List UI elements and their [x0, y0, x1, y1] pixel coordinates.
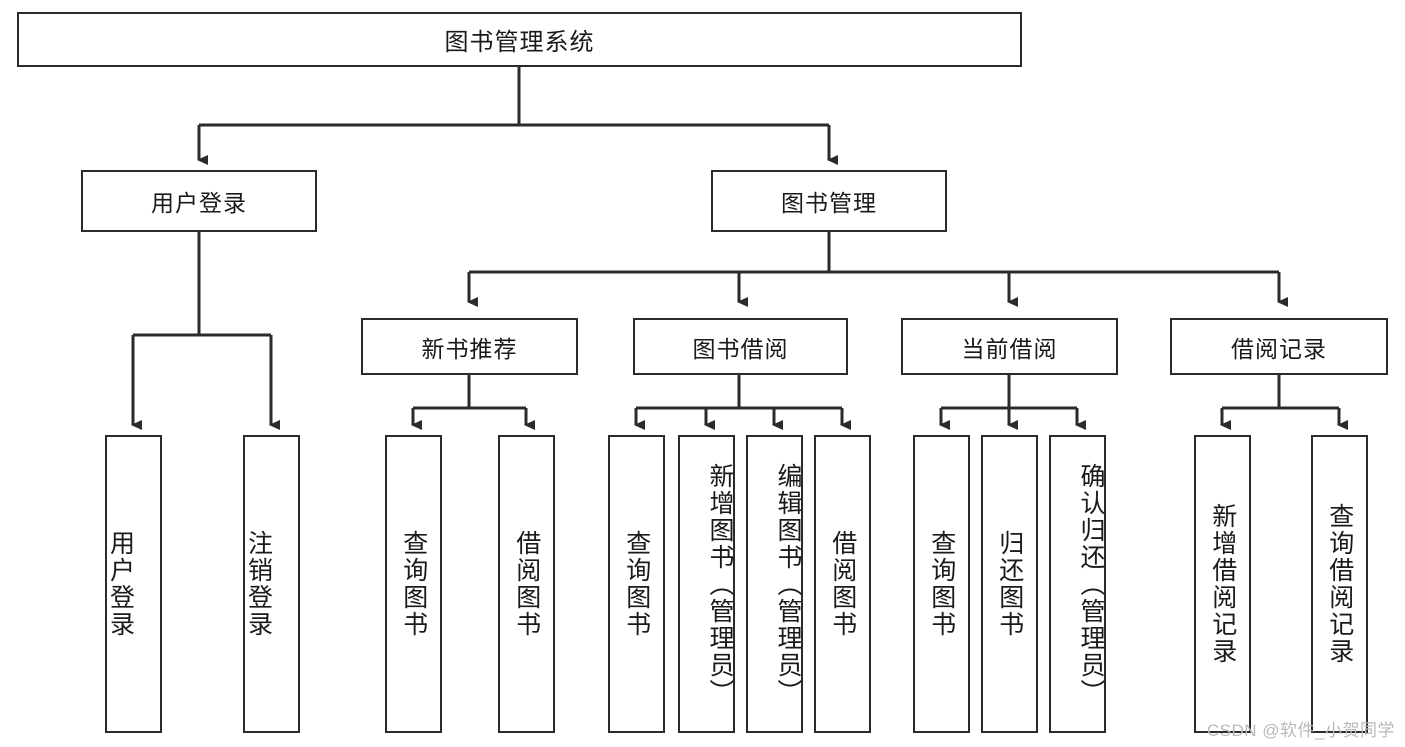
node-new-book-rec[interactable]: 新书推荐	[361, 318, 578, 375]
leaf-borrow-record-1-label: 新增借阅记录	[1208, 503, 1237, 665]
leaf-user-login-1-label: 用户登录	[106, 530, 135, 638]
node-user-login[interactable]: 用户登录	[81, 170, 317, 232]
node-borrow-record-label: 借阅记录	[1231, 335, 1327, 362]
leaf-borrow-record-1[interactable]: 新增借阅记录	[1194, 435, 1251, 733]
node-book-manage[interactable]: 图书管理	[711, 170, 947, 232]
node-borrow-record[interactable]: 借阅记录	[1170, 318, 1388, 375]
leaf-user-login-1[interactable]: 用户登录	[105, 435, 162, 733]
leaf-current-borrow-2[interactable]: 归还图书	[981, 435, 1038, 733]
leaf-user-login-2-label: 注销登录	[244, 530, 273, 638]
node-book-manage-label: 图书管理	[781, 190, 877, 216]
leaf-new-book-rec-1-label: 查询图书	[399, 530, 428, 638]
leaf-borrow-record-2[interactable]: 查询借阅记录	[1311, 435, 1368, 733]
leaf-book-borrow-3[interactable]: 编辑图书（管理员）	[746, 435, 803, 733]
watermark: CSDN @软件_小贺同学	[1206, 721, 1395, 740]
node-book-borrow[interactable]: 图书借阅	[633, 318, 848, 375]
node-user-login-label: 用户登录	[151, 190, 247, 216]
leaf-user-login-2[interactable]: 注销登录	[243, 435, 300, 733]
leaf-current-borrow-1-label: 查询图书	[927, 530, 956, 638]
node-root-label: 图书管理系统	[444, 29, 595, 56]
leaf-book-borrow-2-label: 新增图书（管理员）	[706, 462, 734, 706]
node-current-borrow-label: 当前借阅	[961, 335, 1058, 362]
leaf-new-book-rec-1[interactable]: 查询图书	[385, 435, 442, 733]
node-book-borrow-label: 图书借阅	[692, 335, 789, 362]
leaf-book-borrow-4-label: 借阅图书	[828, 530, 857, 638]
node-root[interactable]: 图书管理系统	[17, 12, 1022, 67]
leaf-current-borrow-1[interactable]: 查询图书	[913, 435, 970, 733]
leaf-book-borrow-1[interactable]: 查询图书	[608, 435, 665, 733]
leaf-current-borrow-3-label: 确认归还（管理员）	[1077, 462, 1105, 706]
leaf-book-borrow-2[interactable]: 新增图书（管理员）	[678, 435, 735, 733]
node-new-book-rec-label: 新书推荐	[421, 335, 518, 362]
leaf-book-borrow-3-label: 编辑图书（管理员）	[774, 462, 802, 706]
leaf-book-borrow-1-label: 查询图书	[622, 530, 651, 638]
leaf-borrow-record-2-label: 查询借阅记录	[1325, 503, 1354, 665]
leaf-current-borrow-2-label: 归还图书	[995, 530, 1024, 638]
leaf-new-book-rec-2[interactable]: 借阅图书	[498, 435, 555, 733]
leaf-current-borrow-3[interactable]: 确认归还（管理员）	[1049, 435, 1106, 733]
node-current-borrow[interactable]: 当前借阅	[901, 318, 1118, 375]
leaf-new-book-rec-2-label: 借阅图书	[512, 530, 541, 638]
leaf-book-borrow-4[interactable]: 借阅图书	[814, 435, 871, 733]
